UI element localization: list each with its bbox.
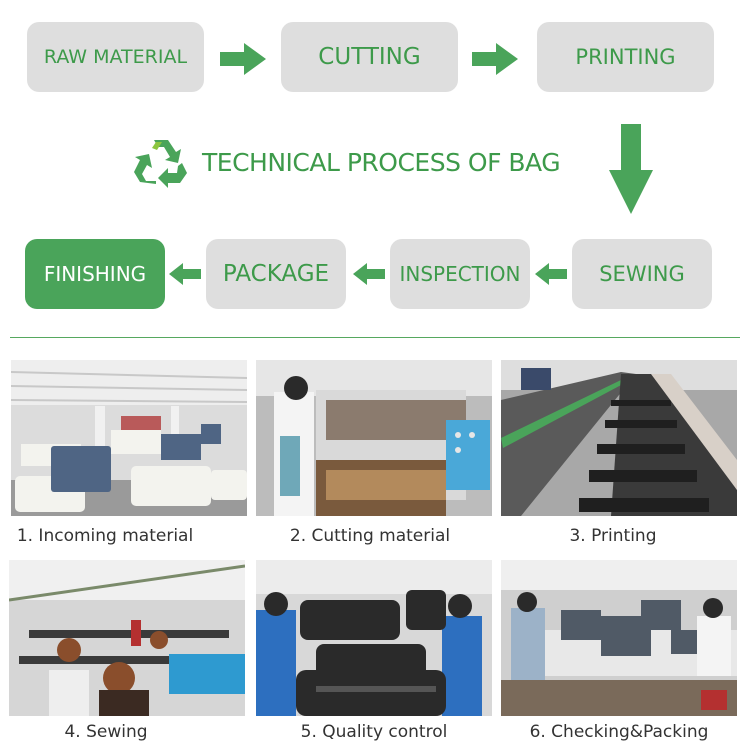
step-printing: PRINTING [537, 22, 714, 92]
step-label: CUTTING [318, 44, 421, 70]
step-package: PACKAGE [206, 239, 346, 309]
step-label: FINISHING [43, 262, 147, 286]
step-label: INSPECTION [399, 262, 521, 286]
step-raw-material: RAW MATERIAL [27, 22, 204, 92]
arrow-right-icon [472, 43, 518, 75]
step-cutting: CUTTING [281, 22, 458, 92]
photo-quality-control [256, 560, 492, 716]
photo-caption: 5. Quality control [300, 722, 448, 742]
step-label: PRINTING [575, 45, 676, 69]
divider [10, 337, 740, 338]
step-inspection: INSPECTION [390, 239, 530, 309]
photo-caption: 4. Sewing [64, 722, 148, 742]
arrow-right-icon [220, 43, 266, 75]
step-label: SEWING [599, 262, 685, 286]
photo-caption: 3. Printing [569, 526, 657, 546]
photo-cutting-material [256, 360, 492, 516]
recycle-icon [134, 140, 187, 188]
page-title: TECHNICAL PROCESS OF BAG [202, 148, 561, 177]
photo-incoming-material [11, 360, 247, 516]
step-label: PACKAGE [222, 261, 330, 287]
arrow-down-icon [609, 124, 653, 214]
arrow-left-icon [353, 263, 385, 285]
photo-caption: 6. Checking&Packing [529, 722, 709, 742]
arrow-left-icon [169, 263, 201, 285]
step-finishing: FINISHING [25, 239, 165, 309]
photo-caption: 2. Cutting material [289, 526, 451, 546]
photo-printing [501, 360, 737, 516]
photo-caption: 1. Incoming material [16, 526, 194, 546]
photo-checking-packing [501, 560, 737, 716]
photo-sewing [9, 560, 245, 716]
arrow-left-icon [535, 263, 567, 285]
step-label: RAW MATERIAL [43, 46, 188, 68]
step-sewing: SEWING [572, 239, 712, 309]
